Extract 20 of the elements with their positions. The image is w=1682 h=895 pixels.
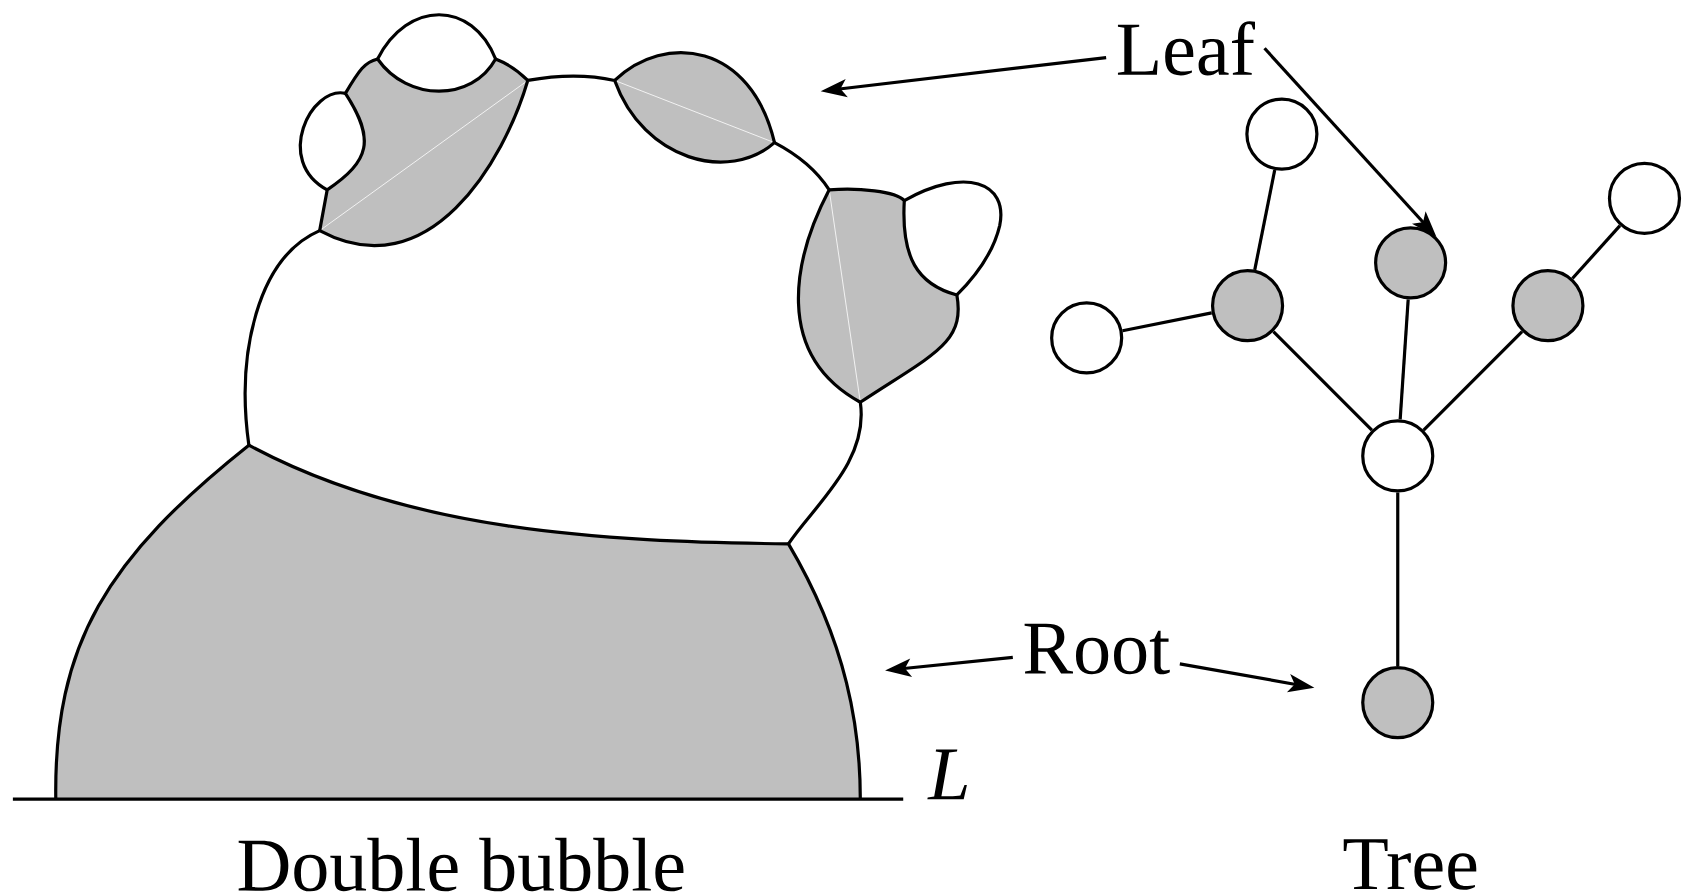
tree-node: [1607, 162, 1682, 236]
tree-node: [1050, 301, 1124, 375]
tree-node: [1374, 226, 1448, 300]
tree-edge: [1272, 330, 1373, 432]
tree-node: [1361, 419, 1435, 493]
tree-edge: [1122, 311, 1212, 333]
caption-text: Double bubble: [238, 838, 684, 892]
tree-node: [1210, 269, 1285, 343]
tree-edge: [1253, 169, 1277, 271]
tree-node: [1361, 666, 1435, 740]
tree-edge: [1571, 224, 1622, 280]
tree-edge: [1396, 492, 1400, 667]
tree-edge: [1422, 330, 1524, 432]
label-text: Root: [1024, 623, 1170, 675]
caption-text: Tree: [1343, 839, 1477, 891]
label-text: Leaf: [1117, 21, 1255, 76]
tree-node: [1245, 97, 1319, 171]
axis-label: L: [927, 749, 967, 800]
tree-node: [1511, 269, 1585, 343]
tree-edge: [1398, 299, 1410, 420]
